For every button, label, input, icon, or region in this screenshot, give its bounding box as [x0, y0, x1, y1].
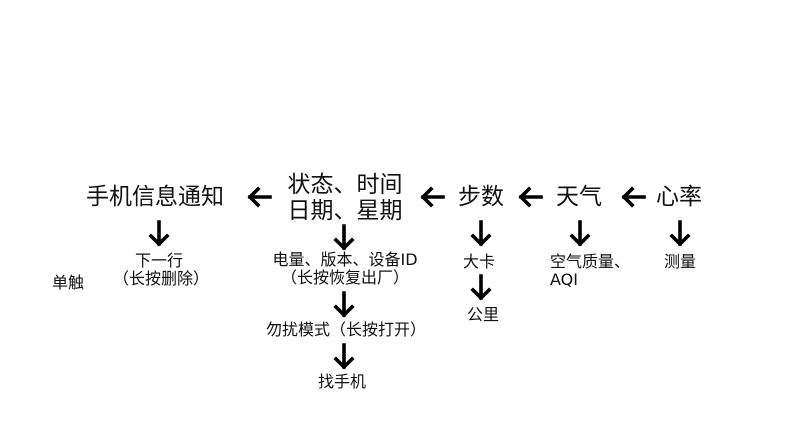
node-long-press-delete: （长按删除） — [113, 268, 210, 288]
node-air-quality-line2: AQI — [550, 269, 578, 289]
node-single-touch: 单触 — [52, 273, 85, 292]
node-air-quality-line1: 空气质量、 — [550, 252, 631, 271]
node-calories: 大卡 — [463, 252, 496, 271]
arrow-left-icon — [419, 186, 445, 208]
node-battery-version: 电量、版本、设备ID （长按恢复出厂） — [258, 251, 432, 287]
arrow-down-icon — [470, 274, 492, 302]
node-dnd-mode: 勿扰模式（长按打开） — [265, 320, 426, 339]
node-km: 公里 — [467, 305, 500, 324]
arrow-down-icon — [148, 220, 170, 248]
node-steps: 步数 — [458, 184, 504, 210]
node-air-quality: 空气质量、 AQI — [550, 253, 630, 289]
node-find-phone: 找手机 — [318, 372, 367, 391]
node-measure: 测量 — [664, 252, 697, 271]
node-status-line1: 状态、时间 — [287, 172, 403, 198]
node-long-press-restore: （长按恢复出厂） — [280, 267, 409, 287]
node-weather: 天气 — [556, 184, 602, 210]
arrow-left-icon — [620, 186, 646, 208]
arrow-down-icon — [669, 220, 691, 248]
node-status: 状态、时间 日期、星期 — [283, 172, 407, 225]
node-notifications: 手机信息通知 — [86, 184, 224, 210]
arrow-down-icon — [333, 224, 355, 252]
arrow-down-icon — [333, 291, 355, 319]
arrow-left-icon — [246, 186, 272, 208]
arrow-down-icon — [333, 343, 355, 371]
node-status-line2: 日期、星期 — [287, 197, 403, 224]
node-next-line-label: 下一行 — [134, 251, 183, 270]
node-next-line: 下一行 （长按删除） — [113, 251, 210, 288]
node-heart-rate: 心率 — [656, 184, 702, 210]
arrow-down-icon — [470, 220, 492, 248]
arrow-down-icon — [569, 220, 591, 248]
arrow-left-icon — [517, 186, 543, 208]
node-battery-version-label: 电量、版本、设备ID — [272, 250, 418, 269]
